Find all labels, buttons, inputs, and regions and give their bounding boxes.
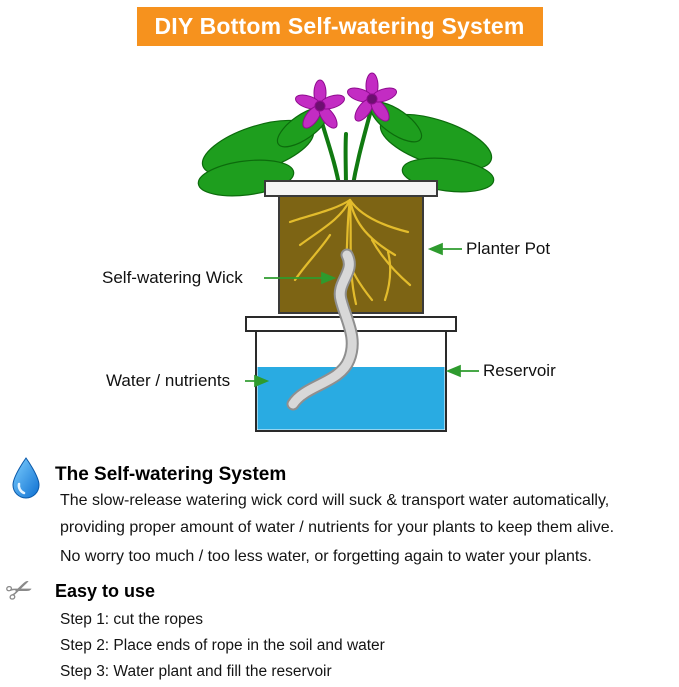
description-line-2: providing proper amount of water / nutri… <box>60 519 615 536</box>
step-item-2: Step 2: Place ends of rope in the soil a… <box>60 637 385 654</box>
water-nutrients-label: Water / nutrients <box>106 371 231 390</box>
reservoir <box>245 316 457 432</box>
description-line-3: No worry too much / too less water, or f… <box>60 548 592 565</box>
reservoir-label: Reservoir <box>483 361 556 380</box>
title-banner: DIY Bottom Self-watering System <box>136 7 543 46</box>
wick-arrowhead <box>321 271 337 285</box>
water <box>257 367 445 430</box>
wick-core <box>288 250 357 409</box>
step-item-1: Step 1: cut the ropes <box>60 611 204 628</box>
wick <box>286 248 359 411</box>
planter-pot-label: Planter Pot <box>466 239 551 258</box>
flower-right <box>346 72 398 122</box>
water-arrowhead <box>254 374 270 388</box>
easy-to-use-heading: Easy to use <box>55 581 156 601</box>
flowers <box>294 72 398 129</box>
label-arrows <box>245 242 479 388</box>
planter-pot-arrowhead <box>427 242 443 256</box>
pot-rim <box>264 180 438 197</box>
reservoir-arrowhead <box>445 364 461 378</box>
self-watering-heading: The Self-watering System <box>55 464 287 485</box>
water-drop-icon <box>12 457 40 499</box>
step-item-3: Step 3: Water plant and fill the reservo… <box>60 663 332 680</box>
description-line-1: The slow-release watering wick cord will… <box>60 492 610 509</box>
wick-label: Self-watering Wick <box>102 268 243 287</box>
flower-left <box>294 79 346 129</box>
page-title: DIY Bottom Self-watering System <box>154 13 525 39</box>
